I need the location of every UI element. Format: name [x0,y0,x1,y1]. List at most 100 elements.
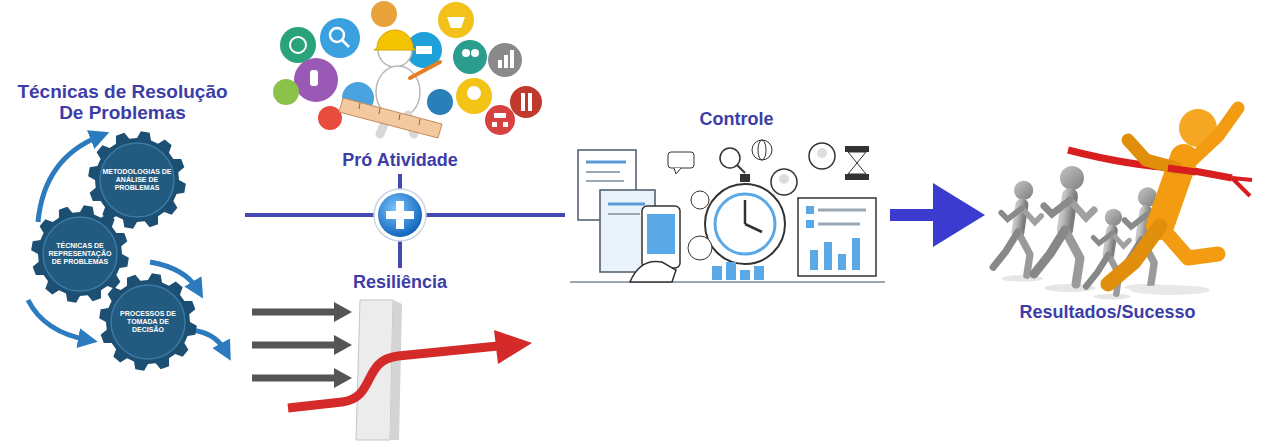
control-illustration-part [668,152,694,168]
control-illustration-part [647,214,675,254]
control-illustration-part [630,261,676,282]
control-illustration-part [779,174,789,184]
resilience-illustration [252,300,532,440]
proactivity-illustration-part [330,28,344,42]
concept-node: Controle [565,105,890,285]
proactivity-illustration-part [453,40,487,74]
control-illustration-part [848,152,866,174]
control-illustration-part [608,203,645,206]
plus-symbol-part [386,211,414,219]
proactivity-illustration-part [467,86,481,100]
control-illustration-part [798,198,876,276]
node-label: Técnicas de Resolução De Problemas [4,81,241,123]
control-illustration-part [586,180,624,182]
control-illustration-part [586,171,620,173]
control-illustration-part [752,140,772,160]
proactivity-illustration-part [320,18,360,58]
control-illustration-part [740,270,750,280]
proactivity-illustration-part [419,119,420,125]
node-label: Resiliência [353,271,447,293]
node-label: Controle [700,108,774,130]
resilience-illustration-part [390,300,402,440]
gear-teeth [99,273,197,371]
control-illustration-part [806,206,814,214]
plus-symbol [374,189,426,241]
control-illustration-part [642,206,680,268]
proactivity-illustration-part [399,114,400,120]
node-label: Resultados/Sucesso [1019,301,1195,323]
success-illustration-part [1108,226,1160,284]
concept-node: Pró Atividade [300,0,500,174]
resilience-illustration-part [334,368,352,388]
control-illustration-part [674,168,681,174]
resilience-illustration-part [334,302,352,322]
concept-node: Resiliência [300,268,500,440]
result-node: Resultados/Sucesso [985,92,1230,326]
control-illustration-part [705,184,785,264]
control-illustration-part [818,223,860,226]
proactivity-illustration-part [498,60,502,68]
connector-arrow [890,209,935,221]
gear-label: PROCESSOS DE TOMADA DE DECISÃO [113,310,183,334]
proactivity-illustration-part [510,86,542,118]
plus-symbol-part [374,189,426,241]
gear-hub [100,143,174,217]
group-panel: Técnicas de Resolução De ProblemasMETODO… [0,78,245,372]
control-illustration-part [608,213,640,215]
control-illustration-part [688,236,712,260]
proactivity-illustration-part [488,43,522,77]
success-illustration-part [1130,285,1210,295]
gear-hub [43,217,117,291]
resilience-illustration-part [252,375,336,382]
success-illustration [993,108,1252,299]
success-illustration-part [1160,226,1218,258]
success-illustration-part [1168,168,1196,172]
gear-arrows [28,136,226,352]
proactivity-illustration-part [462,49,470,57]
control-illustration [570,140,885,282]
proactivity-illustration-part [492,122,497,127]
gear-shape: METODOLOGIAS DE ANÁLISE DE PROBLEMAS [87,130,187,230]
proactivity-illustration-part [342,40,349,47]
proactivity-illustration-part [280,27,316,63]
resilience-illustration-part [334,335,352,355]
control-illustration-part [715,194,775,254]
control-illustration-part [758,140,766,160]
proactivity-illustration-part [290,37,306,53]
proactivity-illustration-part [510,50,514,68]
proactivity-illustration-part [318,106,342,130]
control-illustration-part [754,266,764,280]
gear-label: TÉCNICAS DE REPRESENTAÇÃO DE PROBLEMAS [45,242,115,266]
control-illustration-part [845,146,869,152]
success-illustration-part [1188,108,1238,164]
control-illustration-part [824,242,832,270]
control-illustration-part [745,224,762,232]
proactivity-illustration-part [374,30,416,50]
success-illustration-part [1034,166,1096,292]
resilience-illustration-part [252,309,336,316]
control-illustration-part [809,143,835,169]
proactivity-illustration [273,1,542,138]
connector-group [245,174,935,268]
control-illustration-part [771,169,797,195]
proactivity-illustration-part [294,58,338,102]
success-illustration-part [1232,178,1252,196]
proactivity-illustration-part [503,122,508,127]
resilience-illustration-part [494,330,532,364]
control-illustration-part [838,254,846,270]
proactivity-illustration-part [456,78,492,114]
control-illustration-part [740,174,750,182]
success-illustration-part [1128,140,1176,168]
control-illustration-part [806,220,814,228]
node-label: Pró Atividade [342,149,457,171]
proactivity-illustration-part [339,98,442,138]
proactivity-illustration-part [410,62,440,78]
plus-symbol-part [378,193,422,237]
proactivity-illustration-part [485,105,515,135]
control-illustration-part [817,148,827,158]
control-illustration-part [726,262,736,280]
